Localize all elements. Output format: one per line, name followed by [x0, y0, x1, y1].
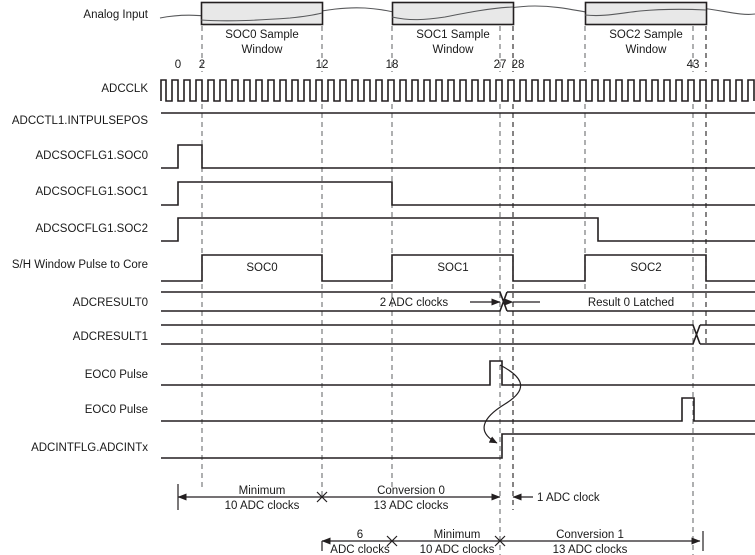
clock-tick-28: 28 [512, 59, 525, 71]
adcresult1-bus [161, 324, 755, 345]
measure-label-conversion-0-line2: 13 ADC clocks [374, 500, 449, 512]
adcresult1-bus-bottom [161, 324, 701, 345]
signal-label-intpulsepos: ADCCTL1.INTPULSEPOS [12, 115, 148, 127]
sh-window-pulse-trace [161, 254, 755, 282]
measure-label-conversion-1-line2: 13 ADC clocks [553, 544, 628, 555]
adcresult0-bus-top [161, 291, 508, 312]
signal-label-adcresult1: ADCRESULT1 [73, 331, 148, 343]
signal-label-analog-input: Analog Input [83, 9, 148, 21]
eoc0-pulse-b-trace [161, 397, 755, 422]
causality-curve-arrow [483, 364, 522, 444]
measure-label-minimum-10-line2: 10 ADC clocks [225, 500, 300, 512]
signal-label-adcresult0: ADCRESULT0 [73, 297, 148, 309]
sh-pulse-label-soc1: SOC1 [437, 262, 468, 274]
adcclk-waveform [160, 79, 755, 102]
measure-label-minimum-10b-line1: Minimum [434, 529, 481, 541]
sample-window-label-soc2-line2: Window [626, 44, 668, 56]
socflg-soc2-trace [161, 217, 755, 242]
annotation-2-adc-clocks: 2 ADC clocks [380, 297, 449, 309]
adcresult0-bus [161, 291, 755, 312]
measure-label-conversion-0-line1: Conversion 0 [377, 485, 445, 497]
adcintflg-trace [161, 433, 755, 459]
signal-label-eoc0-pulse-a: EOC0 Pulse [85, 369, 148, 381]
signal-label-eoc0-pulse-b: EOC0 Pulse [85, 404, 148, 416]
sample-window-label-soc2-line1: SOC2 Sample [609, 29, 683, 41]
signal-label-socflg-soc1: ADCSOCFLG1.SOC1 [36, 186, 148, 198]
sample-window-label-soc0-line2: Window [242, 44, 284, 56]
sh-pulse-label-soc0: SOC0 [246, 262, 277, 274]
signal-label-sh-window: S/H Window Pulse to Core [12, 259, 148, 271]
analog-input-waveform-over-box-2 [391, 6, 514, 21]
sample-window-box-soc2 [584, 1, 708, 26]
signal-label-socflg-soc2: ADCSOCFLG1.SOC2 [36, 223, 148, 235]
measure-label-minimum-10-line1: Minimum [239, 485, 286, 497]
signal-label-adcintflg: ADCINTFLG.ADCINTx [31, 442, 148, 454]
measurement-row-1: Minimum 10 ADC clocks Conversion 0 13 AD… [177, 484, 600, 512]
sample-window-label-soc0-line1: SOC0 Sample [225, 29, 299, 41]
analog-input-waveform-over-box-3 [584, 8, 707, 17]
measurement-row-2: 6 ADC clocks Minimum 10 ADC clocks Conve… [321, 529, 704, 555]
measure-label-conversion-1-line1: Conversion 1 [556, 529, 624, 541]
measure-label-6-adc-clocks-line1: 6 [357, 529, 363, 541]
sample-window-box-soc0 [200, 1, 324, 26]
signal-label-socflg-soc0: ADCSOCFLG1.SOC0 [36, 150, 148, 162]
analog-input-waveform-over-box [200, 12, 323, 22]
sample-window-label-soc1-line2: Window [433, 44, 475, 56]
sh-pulse-label-soc2: SOC2 [630, 262, 661, 274]
analog-input-row [159, 1, 755, 26]
measure-label-6-adc-clocks-line2: ADC clocks [330, 544, 390, 555]
dashed-guide-lines [201, 26, 707, 555]
signal-label-adcclk: ADCCLK [101, 83, 148, 95]
measure-label-minimum-10b-line2: 10 ADC clocks [420, 544, 495, 555]
sample-window-label-soc1-line1: SOC1 Sample [416, 29, 490, 41]
eoc0-pulse-a-trace [161, 360, 755, 386]
socflg-soc1-trace [161, 181, 755, 206]
clock-tick-0: 0 [175, 59, 181, 71]
measure-label-1-adc-clock: 1 ADC clock [537, 492, 600, 504]
adcclk-trace [160, 79, 755, 102]
adcresult0-bus-bottom [161, 291, 508, 312]
adcresult1-bus-top [161, 324, 701, 345]
sample-window-box-soc1 [391, 1, 515, 26]
annotation-result-0-latched: Result 0 Latched [588, 297, 674, 309]
socflg-soc0-trace [161, 144, 755, 169]
